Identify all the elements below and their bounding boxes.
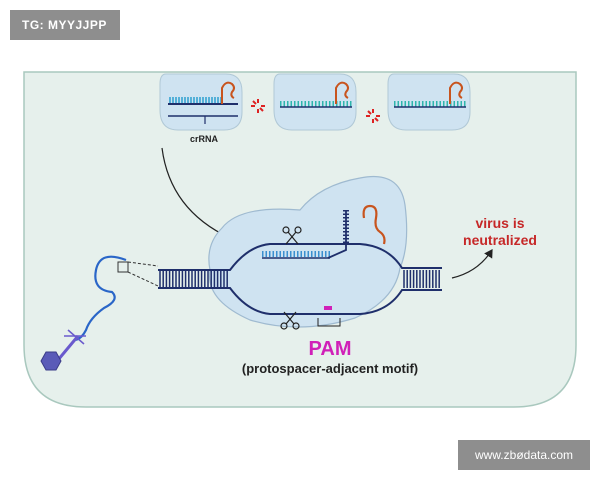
result-line2: neutralized (463, 232, 537, 248)
result-line1: virus is (475, 215, 524, 231)
arrow-icon (161, 147, 232, 240)
scissors-icon (282, 226, 302, 245)
scissors-icon (280, 311, 300, 330)
crrna-complex-3 (387, 73, 471, 131)
arrow-icon (451, 248, 493, 279)
watermark-bottom: www.zbødata.com (458, 440, 590, 470)
crrna-complex-1 (159, 73, 243, 131)
crrna-complex-2 (273, 73, 357, 131)
dna-duplex (158, 204, 442, 327)
watermark-top: TG: MYYJJPP (10, 10, 120, 40)
burst-icon (251, 99, 265, 113)
pam-subtitle: (protospacer-adjacent motif) (242, 361, 418, 376)
phage-icon (40, 255, 159, 371)
burst-icon (366, 109, 380, 123)
pam-label: PAM (309, 338, 352, 360)
crrna-label: crRNA (190, 134, 219, 144)
